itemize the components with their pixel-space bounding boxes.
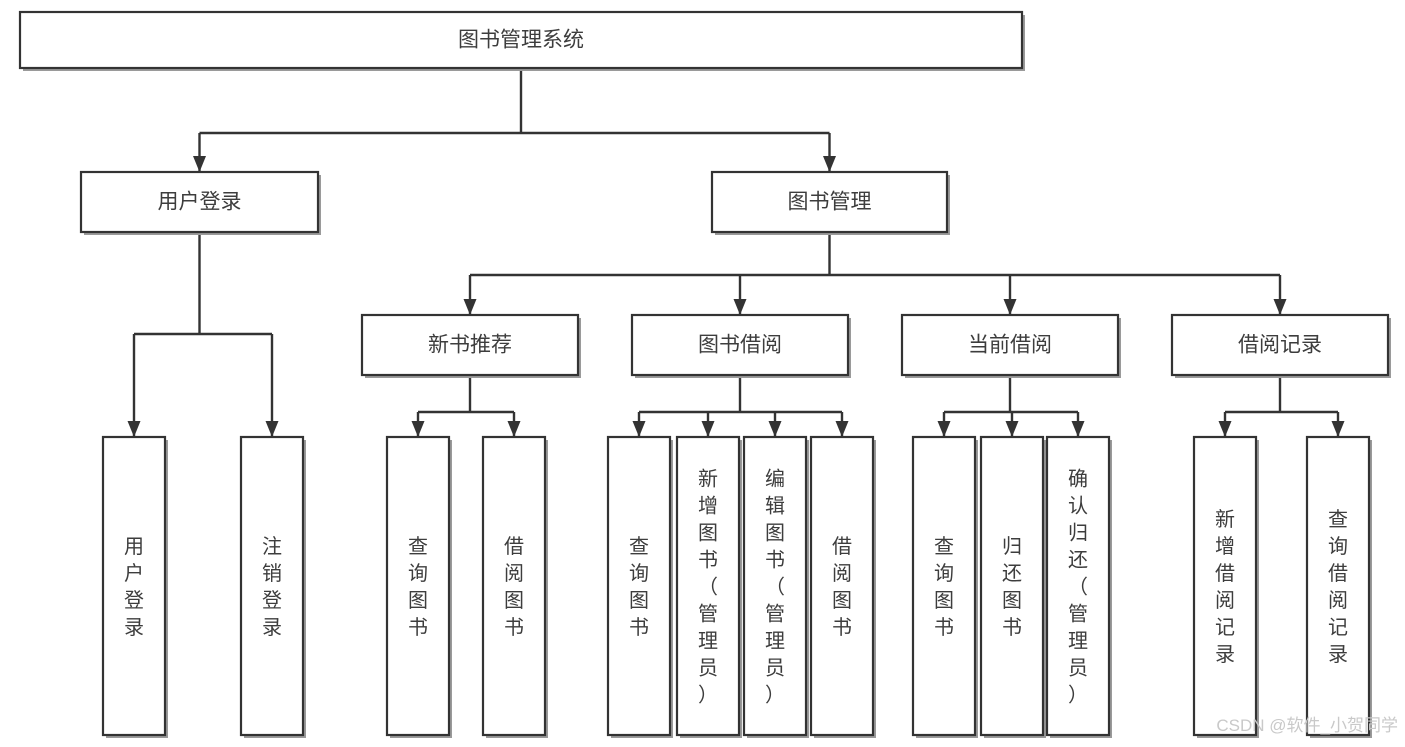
node-label: 图书管理系统 — [458, 29, 584, 52]
node-label: 新增图书（管理员） — [698, 468, 718, 707]
node-leaf-query-book-borrow[interactable]: 查询图书 — [606, 435, 673, 738]
node-label: 借阅图书 — [504, 535, 524, 639]
node-leaf-query-borrow-record[interactable]: 查询借阅记录 — [1305, 435, 1372, 738]
node-label: 注销登录 — [262, 535, 282, 639]
arrow-head — [1218, 421, 1232, 437]
node-label: 新书推荐 — [428, 334, 512, 357]
node-leaf-confirm-return-admin[interactable]: 确认归还（管理员） — [1045, 435, 1112, 738]
box-outline — [1192, 435, 1258, 737]
box-outline — [742, 435, 808, 737]
box-outline — [360, 313, 580, 377]
node-book-manage[interactable]: 图书管理 — [710, 170, 950, 235]
node-label: 查询图书 — [934, 535, 954, 639]
arrow-head — [193, 156, 206, 172]
node-leaf-add-borrow-record[interactable]: 新增借阅记录 — [1192, 435, 1259, 738]
box-outline — [1045, 435, 1111, 737]
csdn-watermark: CSDN @软件_小贺同学 — [1216, 716, 1398, 735]
node-leaf-user-logout[interactable]: 注销登录 — [239, 435, 306, 738]
arrow-head — [733, 299, 747, 315]
node-current-borrow[interactable]: 当前借阅 — [900, 313, 1121, 378]
node-layer: 图书管理系统用户登录图书管理新书推荐图书借阅当前借阅借阅记录用户登录注销登录查询… — [18, 10, 1391, 738]
box-outline — [385, 435, 451, 737]
arrow-head — [1071, 421, 1085, 437]
node-leaf-user-login[interactable]: 用户登录 — [101, 435, 168, 738]
box-outline — [481, 435, 547, 737]
node-leaf-query-book-cur[interactable]: 查询图书 — [911, 435, 978, 738]
node-label: 当前借阅 — [968, 334, 1052, 357]
arrow-head — [701, 421, 715, 437]
arrow-head — [1331, 421, 1345, 437]
node-label: 借阅图书 — [832, 535, 852, 639]
node-leaf-borrow-book-rec[interactable]: 借阅图书 — [481, 435, 548, 738]
arrow-head — [823, 156, 836, 172]
node-label: 图书管理 — [788, 191, 872, 214]
box-outline — [630, 313, 850, 377]
node-user-login[interactable]: 用户登录 — [79, 170, 321, 235]
box-outline — [809, 435, 875, 737]
arrow-head — [835, 421, 849, 437]
arrow-head — [1005, 421, 1019, 437]
node-label: 查询图书 — [408, 535, 428, 639]
node-label: 用户登录 — [124, 536, 144, 639]
box-outline — [101, 435, 167, 737]
node-leaf-edit-book-admin[interactable]: 编辑图书（管理员） — [742, 435, 809, 738]
arrow-head — [632, 421, 646, 437]
arrow-head — [1003, 299, 1017, 315]
node-leaf-return-book[interactable]: 归还图书 — [979, 435, 1046, 738]
node-label: 图书借阅 — [698, 334, 782, 357]
node-label: 新增借阅记录 — [1215, 508, 1235, 666]
connector-layer — [127, 68, 1345, 437]
node-root-system[interactable]: 图书管理系统 — [18, 10, 1025, 71]
box-outline — [1305, 435, 1371, 737]
node-borrow-record[interactable]: 借阅记录 — [1170, 313, 1391, 378]
arrow-head — [507, 421, 521, 437]
node-leaf-add-book-admin[interactable]: 新增图书（管理员） — [675, 435, 742, 738]
box-outline — [606, 435, 672, 737]
node-leaf-borrow-book[interactable]: 借阅图书 — [809, 435, 876, 738]
box-outline — [675, 435, 741, 737]
node-leaf-query-book-rec[interactable]: 查询图书 — [385, 435, 452, 738]
arrow-head — [265, 421, 279, 437]
node-label: 确认归还（管理员） — [1068, 468, 1088, 707]
node-book-borrow[interactable]: 图书借阅 — [630, 313, 851, 378]
node-label: 借阅记录 — [1238, 334, 1322, 357]
node-label: 编辑图书（管理员） — [765, 468, 785, 707]
box-outline — [79, 170, 320, 234]
node-new-book-rec[interactable]: 新书推荐 — [360, 313, 581, 378]
node-label: 归还图书 — [1002, 535, 1022, 639]
arrow-head — [463, 299, 477, 315]
box-outline — [1170, 313, 1390, 377]
arrow-head — [127, 421, 141, 437]
arrow-head — [768, 421, 782, 437]
box-outline — [239, 435, 305, 737]
node-label: 查询图书 — [629, 535, 649, 639]
node-label: 用户登录 — [158, 191, 242, 214]
arrow-head — [411, 421, 425, 437]
node-label: 查询借阅记录 — [1328, 508, 1348, 666]
box-outline — [710, 170, 949, 234]
arrow-head — [937, 421, 951, 437]
box-outline — [900, 313, 1120, 377]
box-outline — [911, 435, 977, 737]
arrow-head — [1273, 299, 1287, 315]
box-outline — [18, 10, 1024, 70]
box-outline — [979, 435, 1045, 737]
